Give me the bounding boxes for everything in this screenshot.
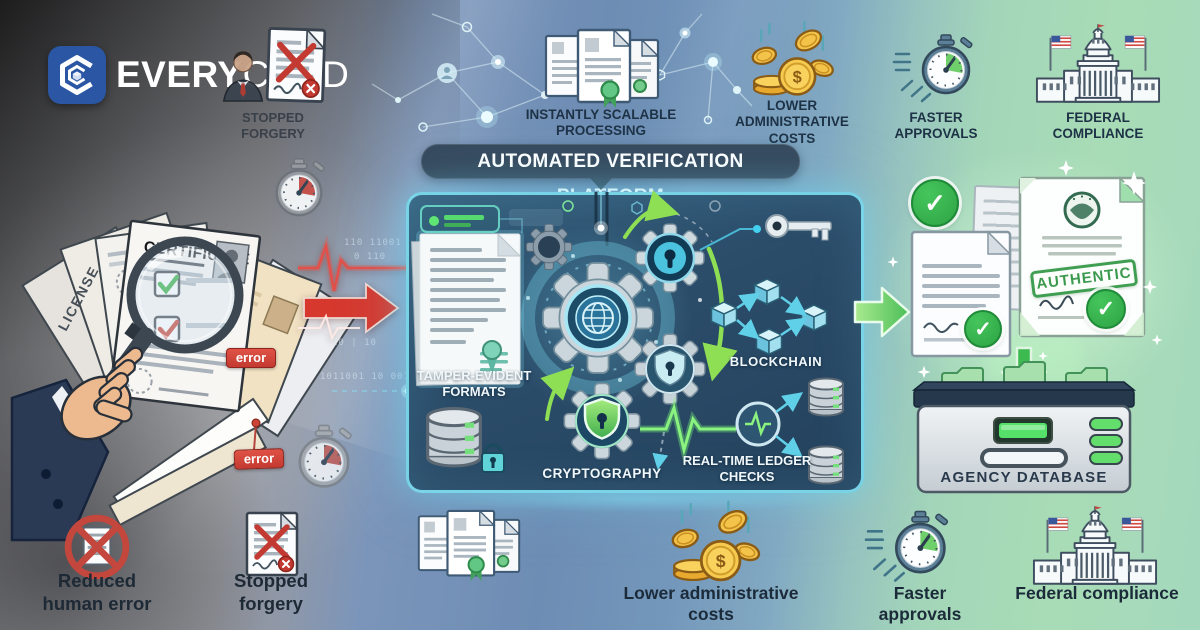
ribbon-icon — [482, 340, 502, 360]
globe-gear-icon — [542, 262, 654, 374]
green-check-icon — [157, 274, 180, 295]
capitol-icon — [1035, 22, 1161, 104]
status-widget-faint — [509, 209, 563, 226]
status-bar — [444, 215, 484, 220]
stopped-forgery-icon — [244, 511, 300, 577]
blockchain-cubes-icon — [710, 278, 828, 355]
forged-document-icon — [264, 26, 329, 104]
benefit-faster-approvals-bottom: Faster approvals — [878, 583, 962, 625]
error-tag: error — [226, 348, 276, 368]
shield-gear-icon — [634, 333, 706, 405]
red-arrow-icon — [303, 282, 400, 334]
hand-holding-magnifier — [10, 346, 144, 542]
key-icon — [765, 214, 832, 241]
banner-pointer — [590, 178, 612, 190]
certificate-stack-illustration: LICENSE CERTIFICATE — [10, 211, 359, 542]
benefit-lower-admin-costs-bottom: Lower administrative costs — [623, 583, 799, 625]
benefit-lower-admin-costs: LOWER ADMINISTRATIVE COSTS — [735, 98, 849, 146]
green-status-dot — [429, 216, 439, 226]
label-realtime-ledger-checks: REAL-TIME LEDGER CHECKS — [682, 453, 812, 484]
coins-icon — [749, 20, 837, 96]
benefit-reduced-human-error: Reduced human error — [42, 570, 152, 614]
binary-text: 110 11001 1000 — [344, 238, 434, 248]
label-blockchain: BLOCKCHAIN — [729, 354, 823, 369]
no-human-error-icon — [64, 514, 130, 580]
scalable-certificates-icon — [544, 28, 660, 110]
banner-automated-verification-platform: AUTOMATED VERIFICATION PLATFORM — [421, 144, 800, 207]
forger-person-icon — [222, 51, 264, 102]
benefit-federal-compliance-bottom: Federal compliance — [1015, 583, 1179, 603]
verified-check-icon: ✓ — [1086, 289, 1126, 329]
label-agency-database: AGENCY DATABASE — [940, 469, 1108, 486]
indicator-lights — [1089, 417, 1123, 465]
benefit-stopped-forgery: Stopped forgery — [234, 570, 308, 614]
federal-seal-icon — [1063, 191, 1101, 229]
realtime-ledger-icon — [640, 377, 844, 485]
error-pin-icon — [251, 418, 261, 451]
stopwatch-red-icon — [298, 423, 354, 488]
panel-artwork — [410, 190, 844, 485]
verified-check-icon: ✓ — [911, 179, 959, 227]
everycred-logo — [48, 46, 106, 104]
stopwatch-red-icon — [275, 157, 327, 217]
brand-every: EVERY — [116, 54, 243, 95]
green-arrow-right-icon — [853, 286, 911, 338]
label-cryptography: CRYPTOGRAPHY — [542, 466, 662, 481]
everycred-hex-c-icon — [60, 55, 93, 95]
red-arrow-transition — [298, 234, 416, 341]
ledger-database-icon — [808, 377, 844, 417]
benefit-scalable-processing: INSTANTLY SCALABLE PROCESSING — [525, 107, 677, 139]
agency-database-drawer — [911, 361, 1137, 494]
tamper-evident-document-icon — [410, 230, 524, 388]
lock-gear-icon — [635, 223, 705, 293]
coins-icon — [669, 500, 763, 582]
faster-approvals-stopwatch-icon — [892, 33, 975, 103]
certificates-icon — [417, 509, 521, 582]
binary-text: 1011001 10 001 1010 — [320, 372, 442, 382]
secure-database-icon — [426, 407, 505, 473]
green-shield-gear-icon — [563, 382, 641, 460]
ecg-line-icon — [298, 241, 416, 292]
stopped-forgery-caption: STOPPED FORGERY — [241, 110, 305, 141]
drawer-handle — [980, 448, 1068, 468]
status-bar — [444, 223, 471, 227]
benefit-federal-compliance: FEDERAL COMPLIANCE — [1052, 110, 1144, 142]
benefit-faster-approvals: FASTER APPROVALS — [894, 110, 978, 142]
binary-text: 0 110 — [354, 252, 387, 262]
binary-text: 10 | 10 — [332, 338, 377, 348]
error-tag: error — [233, 448, 285, 470]
verified-check-icon: ✓ — [964, 310, 1002, 348]
capitol-icon — [1032, 504, 1158, 586]
status-widget — [420, 205, 500, 233]
faster-approvals-stopwatch-icon — [864, 509, 950, 582]
ecg-line-icon — [298, 313, 360, 341]
label-tamper-evident-formats: TAMPER-EVIDENT FORMATS — [416, 368, 532, 399]
